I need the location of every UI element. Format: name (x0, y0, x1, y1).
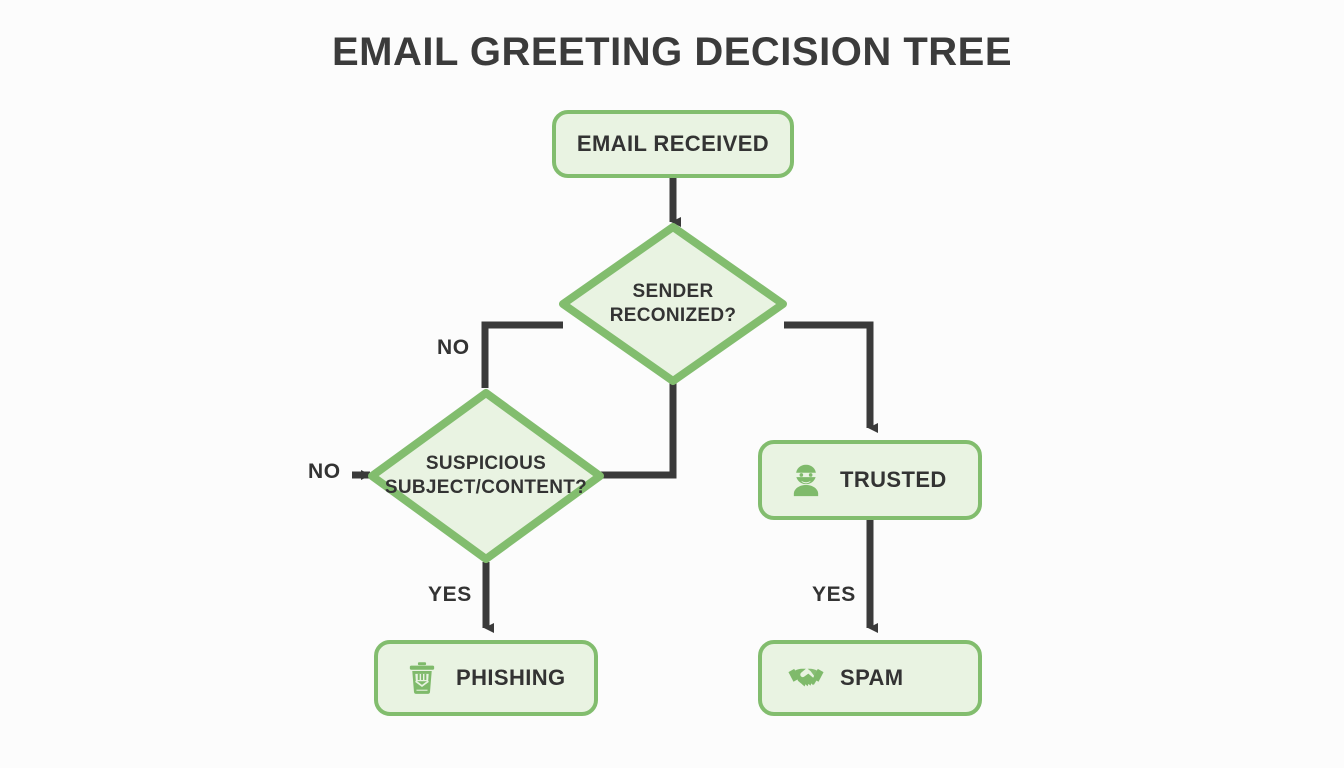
edge-sender-no-to-suspicious (481, 321, 563, 388)
node-suspicious-subject-content[interactable]: SUSPICIOUS SUBJECT/CONTENT? (367, 388, 605, 564)
masked-burglar-icon (786, 460, 826, 500)
diamond-shape (368, 389, 604, 563)
node-sender-recognized[interactable]: SENDER RECONIZED? (558, 222, 788, 386)
edge-sender-to-trusted (784, 321, 878, 433)
node-email-received-label: EMAIL RECEIVED (576, 131, 770, 156)
handshake-icon (786, 658, 826, 698)
diamond-shape (559, 223, 787, 385)
node-email-received[interactable]: EMAIL RECEIVED (552, 110, 794, 178)
edge-label-sender-no: NO (437, 336, 470, 359)
edge-sender-bottom-to-suspicious-right (597, 382, 677, 479)
node-spam[interactable]: SPAM (758, 640, 982, 716)
edge-label-trusted-yes: YES (812, 583, 856, 606)
edge-label-suspicious-yes: YES (428, 583, 472, 606)
node-phishing[interactable]: PHISHING (374, 640, 598, 716)
trash-envelope-icon (402, 658, 442, 698)
node-trusted-label: TRUSTED (840, 467, 947, 492)
node-spam-label: SPAM (840, 665, 904, 690)
page-title: EMAIL GREETING DECISION TREE (332, 30, 1012, 74)
edge-label-suspicious-no: NO (308, 460, 341, 483)
node-trusted[interactable]: TRUSTED (758, 440, 982, 520)
node-phishing-label: PHISHING (456, 665, 566, 690)
